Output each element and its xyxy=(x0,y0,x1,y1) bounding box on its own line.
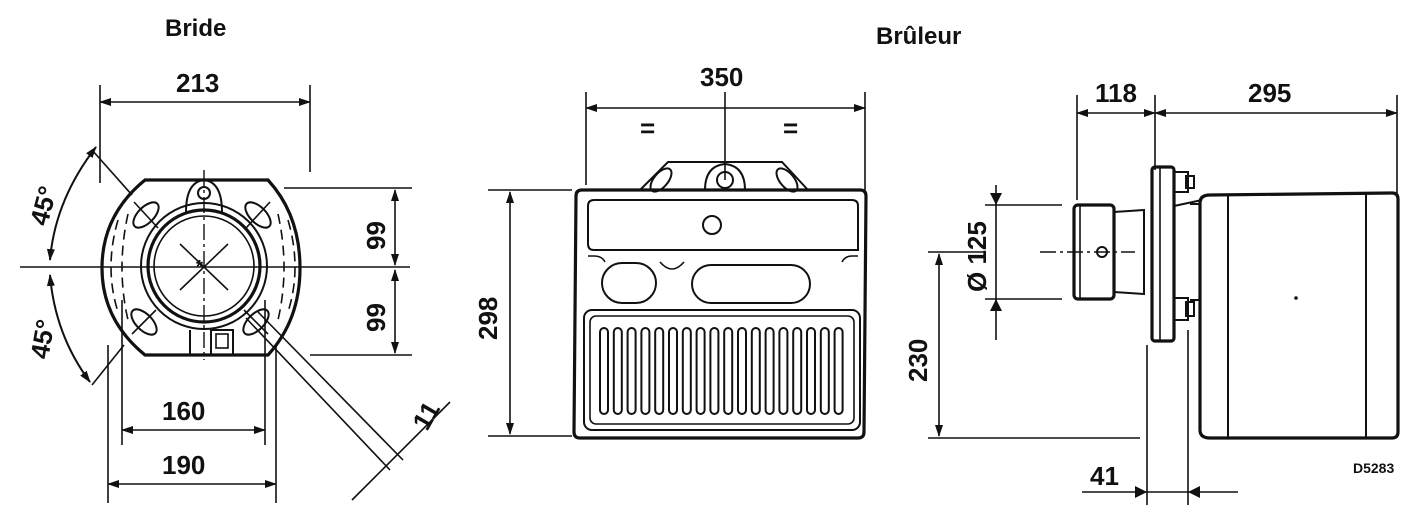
grill-slot xyxy=(695,327,706,415)
front-opening-left xyxy=(601,262,657,304)
grill-slot xyxy=(833,327,844,415)
flange-outline xyxy=(100,178,302,357)
grill-slot xyxy=(737,327,747,415)
burner-side-view: 118 295 Ø 125 230 xyxy=(903,78,1400,505)
front-opening-right xyxy=(691,264,811,304)
flange-slot-bottom-right xyxy=(242,308,270,336)
grill-slot xyxy=(819,327,830,415)
grill-slot xyxy=(612,327,623,415)
front-equal-left: = xyxy=(640,113,655,143)
grill-slot xyxy=(764,327,775,415)
front-grill-slots xyxy=(599,327,844,415)
flange-slot-top-left xyxy=(132,201,160,229)
flange-half-top-label: 99 xyxy=(361,221,391,250)
side-230-label: 230 xyxy=(903,339,933,382)
flange-slot-bottom-left xyxy=(130,308,158,336)
burner-title: Brûleur xyxy=(876,23,961,50)
flange-half-bottom-label: 99 xyxy=(361,303,391,332)
grill-slot xyxy=(681,327,692,415)
grill-slot xyxy=(750,327,761,415)
flange-slot-top-right xyxy=(244,201,272,229)
grill-slot xyxy=(792,327,803,415)
grill-slot xyxy=(723,327,734,415)
front-equal-right: = xyxy=(783,113,798,143)
side-41-label: 41 xyxy=(1090,461,1119,491)
flange-angle-arc-top xyxy=(46,146,97,261)
side-mounting-flange xyxy=(1150,165,1176,343)
grill-slot xyxy=(778,327,789,415)
grill-slot xyxy=(654,327,665,415)
svg-text:*: * xyxy=(196,257,203,277)
grill-slot xyxy=(806,327,816,415)
flange-160-label: 160 xyxy=(162,396,205,426)
grill-slot xyxy=(709,327,720,415)
grill-slot xyxy=(599,327,609,415)
flange-title: Bride xyxy=(165,15,226,42)
front-housing xyxy=(572,188,868,440)
side-tube-label: Ø 125 xyxy=(962,221,992,292)
front-height-label: 298 xyxy=(473,297,503,340)
side-295-label: 295 xyxy=(1248,78,1291,108)
front-air-grill xyxy=(583,309,861,431)
flange-190-label: 190 xyxy=(162,450,205,480)
flange-view: * 45° 45° 213 99 99 160 190 11 xyxy=(20,68,451,503)
drawing-code: D5283 xyxy=(1353,460,1394,476)
flange-angle-bottom-label: 45° xyxy=(24,317,60,361)
grill-slot xyxy=(640,327,651,415)
flange-angle-arc-bottom xyxy=(46,274,91,383)
flange-width-label: 213 xyxy=(176,68,219,98)
grill-slot xyxy=(626,327,637,415)
grill-slot xyxy=(668,327,678,415)
front-width-label: 350 xyxy=(700,62,743,92)
side-118-label: 118 xyxy=(1095,78,1137,108)
burner-front-view: 350 = = 298 xyxy=(473,62,868,440)
front-sight-glass xyxy=(702,215,722,235)
flange-hole-label: 11 xyxy=(406,396,446,435)
side-motor-housing xyxy=(1198,191,1400,440)
